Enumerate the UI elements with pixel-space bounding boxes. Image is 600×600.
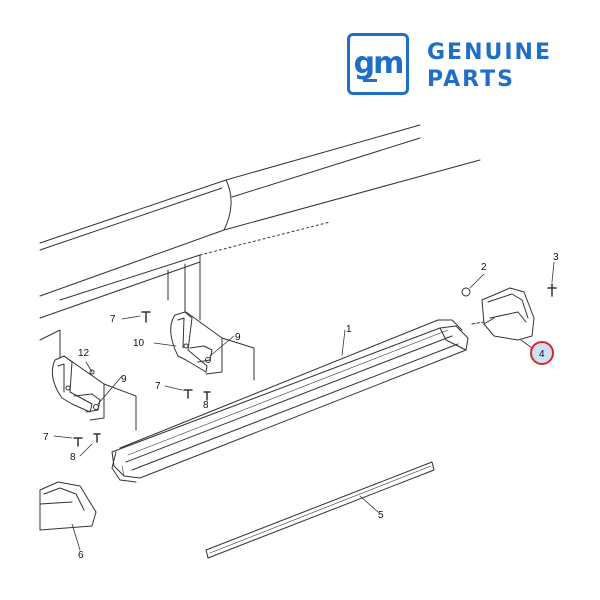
brand-line-2: PARTS xyxy=(427,67,515,92)
fastener-bolts xyxy=(73,283,557,447)
gm-mark: gm xyxy=(353,46,405,81)
callout-8-a: 8 xyxy=(203,400,209,411)
gm-underline xyxy=(363,79,377,82)
callout-9-a: 9 xyxy=(235,332,241,343)
callout-12: 12 xyxy=(78,348,90,359)
highlight-ring xyxy=(530,341,554,365)
callout-8-b: 8 xyxy=(70,452,76,463)
callout-10: 10 xyxy=(133,338,145,349)
brand-line-1: GENUINE xyxy=(427,40,552,65)
genuine-parts-logo: gm GENUINE PARTS xyxy=(347,33,572,101)
callout-6: 6 xyxy=(78,550,84,561)
callout-9-b: 9 xyxy=(121,374,127,385)
callout-4: 4 xyxy=(539,349,545,360)
callout-7-a: 7 xyxy=(110,314,116,325)
leader-lines xyxy=(53,261,555,551)
callout-7-c: 7 xyxy=(43,432,49,443)
callout-1: 1 xyxy=(346,324,352,335)
molding-strip xyxy=(205,461,435,559)
callouts: 1 2 3 4 5 6 7 7 7 8 8 9 9 10 12 xyxy=(43,252,559,561)
bracket-rear xyxy=(170,311,255,381)
front-cap xyxy=(39,481,97,531)
vehicle-body-outline xyxy=(39,124,481,361)
callout-3: 3 xyxy=(553,252,559,263)
bracket-front xyxy=(51,355,137,431)
running-board xyxy=(111,319,469,483)
end-cap-part-4 xyxy=(471,287,535,341)
gm-logo-icon: gm xyxy=(347,33,409,95)
callout-5: 5 xyxy=(378,510,384,521)
callout-2: 2 xyxy=(481,262,487,273)
callout-7-b: 7 xyxy=(155,381,161,392)
